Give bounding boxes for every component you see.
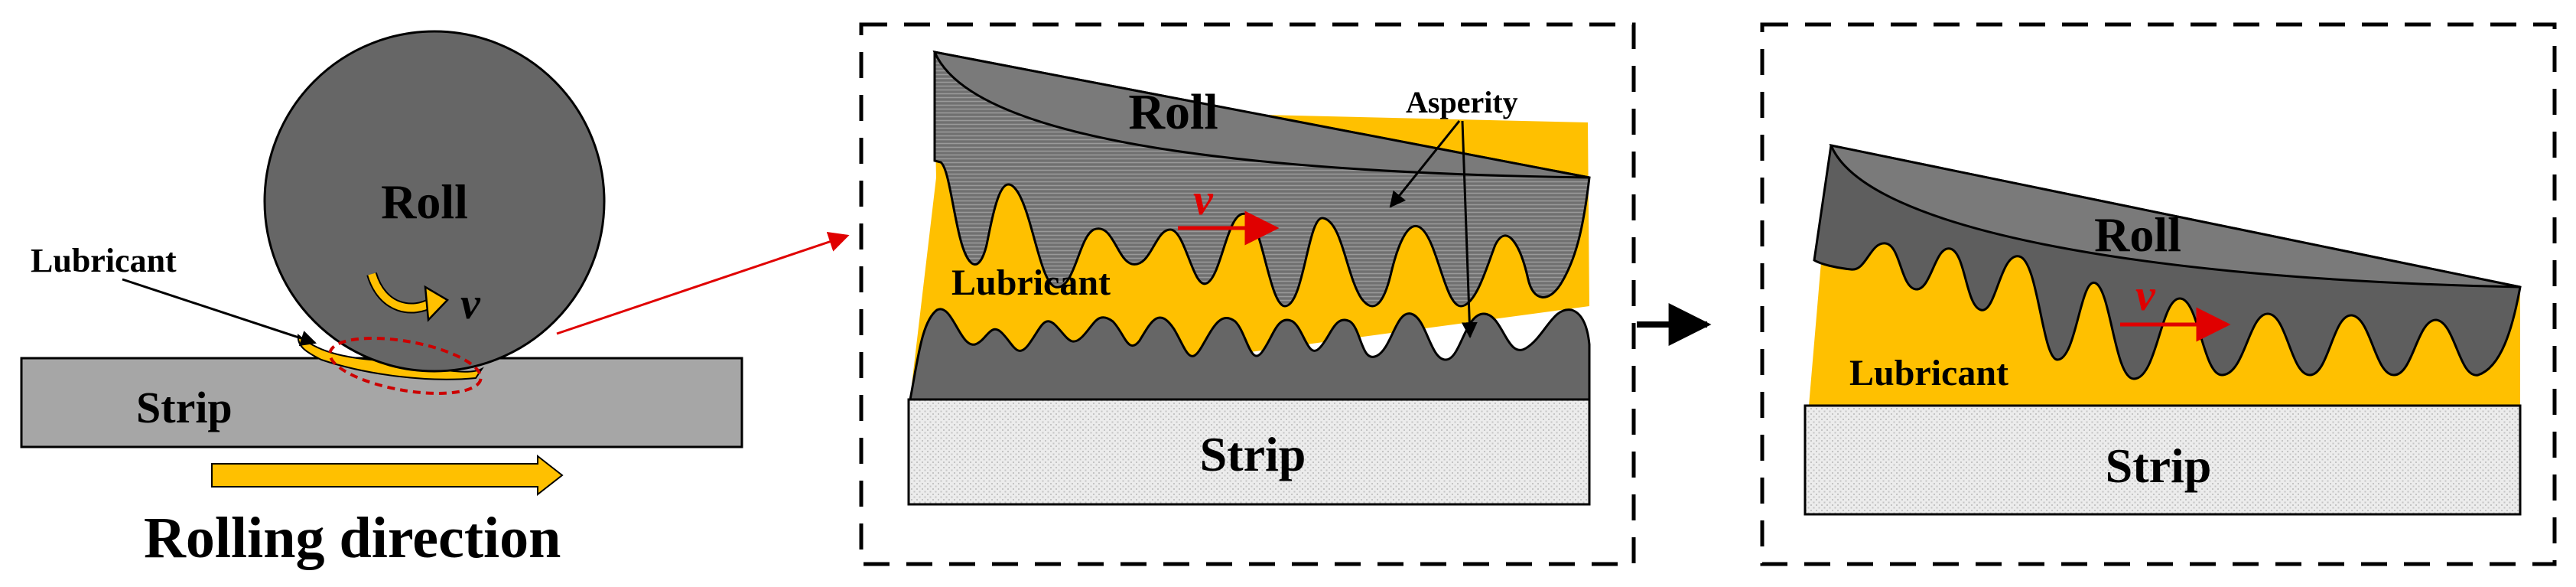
lubricant-label: Lubricant [1849, 353, 2008, 393]
strip-label: Strip [1200, 427, 1306, 481]
asperity-pointer-arrow-strip [1461, 120, 1478, 339]
asperity-label: Asperity [1406, 85, 1518, 119]
rolling-direction-arrow [211, 454, 564, 497]
rotation-arrow-icon [366, 272, 449, 322]
lubricant-label: Lubricant [31, 242, 177, 279]
panel-frame [859, 22, 1636, 566]
velocity-label: v [460, 279, 481, 328]
panel-zoom-later: Roll v Lubricant Strip [1760, 22, 2557, 566]
strip-body [907, 398, 1591, 506]
panel-frame [1760, 22, 2557, 566]
lubricant-label: Lubricant [951, 263, 1111, 303]
rolling-direction-label: Rolling direction [144, 506, 561, 570]
strip-body [1804, 404, 2522, 516]
zoom-region-ellipse [328, 337, 483, 395]
velocity-label: v [2135, 270, 2156, 320]
roll-label: Roll [381, 174, 468, 229]
strip-label: Strip [136, 383, 233, 432]
roll-label: Roll [2094, 207, 2181, 262]
panel-zoom-initial: Roll Asperity v Lubricant Strip [859, 22, 1636, 566]
roll-top-cap [1829, 143, 2521, 289]
roll-circle [263, 30, 606, 373]
velocity-label: v [1193, 174, 1214, 224]
lubricant-pointer-arrow [122, 278, 317, 347]
roll-label: Roll [1128, 84, 1218, 140]
panel-overview: Roll v Lubricant Strip Rolling direction [20, 30, 743, 570]
strip-label: Strip [2106, 439, 2212, 493]
asperity-pointer-arrow-roll [1389, 120, 1461, 208]
zoom-pointer-arrow [556, 231, 850, 335]
